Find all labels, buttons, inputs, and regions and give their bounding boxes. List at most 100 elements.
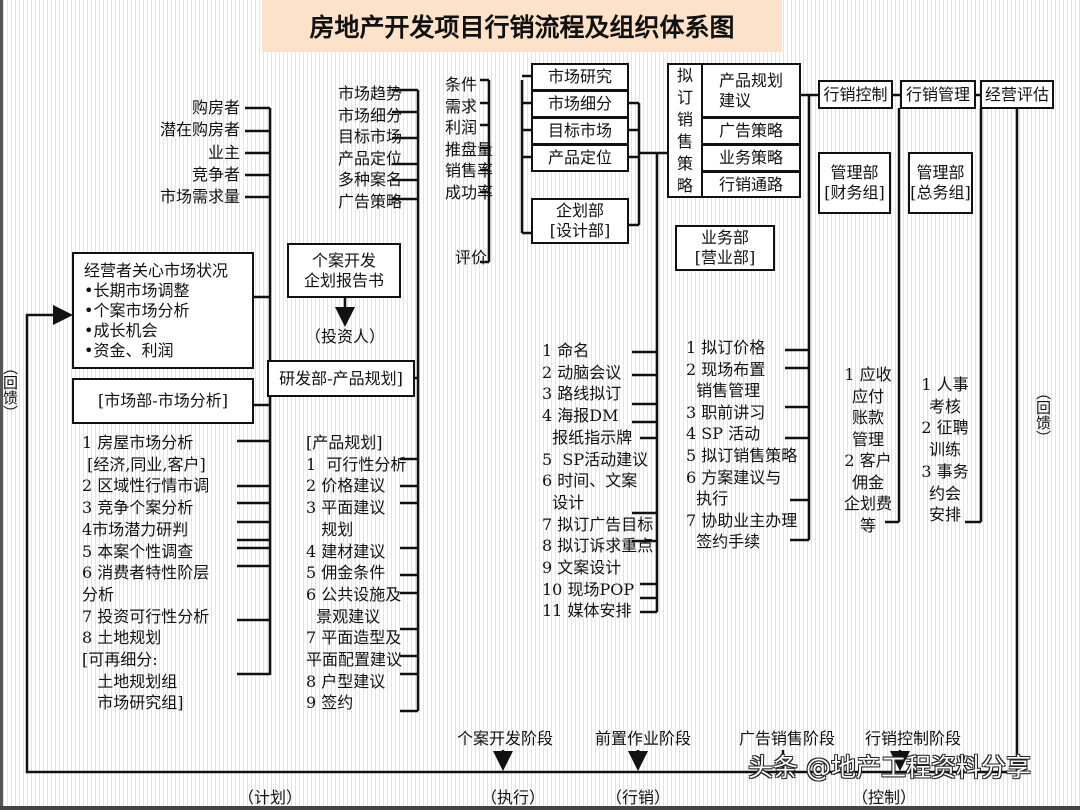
frame-border xyxy=(0,0,3,810)
ad-task-item: 9 文案设计 xyxy=(542,558,622,577)
sales-task-item: 7 协助业主办理 xyxy=(686,510,798,530)
feedback-loop xyxy=(25,305,1017,774)
market-analysis-item: 5 本案个性调查 xyxy=(82,541,194,561)
market-analysis-item: 分析 xyxy=(82,584,115,604)
market-analysis-item: 2 区域性行情市调 xyxy=(82,476,210,496)
ad-trunk xyxy=(632,153,659,614)
strategy-item-box-label: 产品规划 建议 xyxy=(718,70,783,110)
operator-concern-box-label: •成长机会 xyxy=(84,320,158,340)
planning-dept-box: 企划部[设计部] xyxy=(531,198,629,244)
report-box: 个案开发企划报告书 xyxy=(287,243,401,298)
product-planning-item: 5 佣金条件 xyxy=(306,563,386,583)
watermark: 头条 @地产工程资料分享 xyxy=(748,753,1031,782)
research-box: 市场细分 xyxy=(531,90,629,118)
feedback-label: （回馈） xyxy=(1034,385,1052,445)
market-target-item: 市场需求量 xyxy=(159,187,240,207)
market-analysis-item: 7 投资可行性分析 xyxy=(82,606,210,626)
sales-task-item: 2 现场布置 xyxy=(686,359,766,379)
finance-trunk xyxy=(885,108,901,524)
ad-task-item: 报纸指示牌 xyxy=(542,427,633,447)
admin-task-item: 训练 xyxy=(928,440,962,460)
evaluation-factor-item: 成功率 xyxy=(445,183,494,202)
market-target-item: 潜在购房者 xyxy=(159,120,240,140)
ad-task-item: 7 拟订广告目标 xyxy=(542,514,654,534)
product-planning-item: [产品规划] xyxy=(306,433,383,452)
control-chain-box: 经营评估 xyxy=(980,80,1054,109)
report-box-label: 个案开发 xyxy=(311,250,376,270)
ad-task-item: 2 动脑会议 xyxy=(542,362,622,382)
evaluation-factor-item: 销售率 xyxy=(445,161,494,181)
market-analysis-item: 3 竞争个案分析 xyxy=(82,498,194,518)
sales-task-item: 4 SP 活动 xyxy=(686,424,761,444)
finance-task-item: 企划费 xyxy=(843,494,893,513)
sales-task-item: 销售管理 xyxy=(686,381,761,401)
product-planning-item: 规划 xyxy=(306,519,354,539)
market-analysis-item: [可再细分: xyxy=(82,650,158,669)
product-planning-item: 6 公共设施及 xyxy=(306,584,402,604)
ad-task-item: 设计 xyxy=(542,492,585,512)
research-box-label: 市场细分 xyxy=(547,94,612,113)
market-factor-item: 多种案名 xyxy=(337,170,402,190)
evaluation-factor-item: 条件 xyxy=(445,75,478,94)
market-factor-item: 广告策略 xyxy=(337,192,402,211)
market-factor-item: 市场细分 xyxy=(337,105,402,125)
ad-task-item: 1 命名 xyxy=(542,341,590,360)
strategy-item-box-label: 广告策略 xyxy=(718,121,783,140)
strategy-label-char: 售 xyxy=(676,131,693,151)
col2-ticks xyxy=(392,88,418,713)
ad-task-item: 6 时间、文案 xyxy=(542,471,638,491)
product-planning-item: 1 可行性分析 xyxy=(306,454,407,474)
ad-task-item: 11 媒体安排 xyxy=(542,601,632,621)
admin-task-item: 约会 xyxy=(928,483,962,503)
market-analysis-item: [经济,同业,客户] xyxy=(82,454,206,474)
admin-dept-box-label: [总务组] xyxy=(910,183,971,202)
research-box-label: 产品定位 xyxy=(547,148,612,167)
research-box: 目标市场 xyxy=(531,117,629,145)
product-planning-item: 9 签约 xyxy=(306,693,354,713)
research-box-label: 目标市场 xyxy=(547,121,612,140)
product-planning-item: 8 户型建议 xyxy=(306,671,386,691)
operator-concern-box-label: 经营者关心市场状况 xyxy=(84,260,229,280)
investor-label: （投资人） xyxy=(304,327,386,346)
sales-task-item: 签约手续 xyxy=(686,532,761,552)
sales-dept-box-label: 业务部 xyxy=(700,228,749,247)
market-factor-item: 产品定位 xyxy=(337,148,402,168)
strategy-label-char: 订 xyxy=(676,87,693,107)
product-planning-item: 7 平面造型及 xyxy=(306,628,402,648)
market-dept-box-label: [市场部-市场分析] xyxy=(98,391,228,410)
admin-task-item: 1 人事 xyxy=(921,375,969,394)
phase-label: （执行） xyxy=(480,788,546,807)
research-box: 市场研究 xyxy=(531,63,629,91)
finance-task-item: 佣金 xyxy=(851,472,885,492)
finance-dept-box-label: 管理部 xyxy=(830,163,879,182)
admin-task-item: 3 事务 xyxy=(921,461,969,481)
control-chain-box-label: 行销管理 xyxy=(905,84,970,104)
finance-dept-box-label: [财务组] xyxy=(824,183,885,202)
market-analysis-item: 土地规划组 xyxy=(82,671,178,691)
strategy-item-box: 产品规划 建议 xyxy=(701,63,801,118)
report-box-label: 企划报告书 xyxy=(303,270,384,290)
stage-label: 前置作业阶段 xyxy=(594,729,692,748)
strategy-item-box: 广告策略 xyxy=(701,117,801,145)
sales-task-item: 6 方案建议与 xyxy=(686,467,782,487)
finance-task-item: 2 客户 xyxy=(844,451,892,470)
product-planning-item: 4 建材建议 xyxy=(306,541,386,561)
strategy-label-char: 策 xyxy=(676,153,693,173)
strategy-item-box-label: 行销通路 xyxy=(718,174,783,194)
ad-task-item: 8 拟订诉求重点 xyxy=(542,536,654,556)
evaluation-factor-item: 需求 xyxy=(445,96,478,116)
planning-dept-box-label: 企划部 xyxy=(555,201,604,220)
phase-label: （控制） xyxy=(851,788,917,807)
control-chain-box-label: 行销控制 xyxy=(823,84,888,104)
evaluation-label: 评价 xyxy=(455,248,488,267)
operator-concern-box-label: •个案市场分析 xyxy=(84,300,190,320)
ad-task-item: 5 SP活动建议 xyxy=(542,449,649,469)
sales-task-item: 5 拟订销售策略 xyxy=(686,446,798,465)
finance-task-item: 1 应收 xyxy=(844,365,892,384)
market-target-item: 业主 xyxy=(207,142,240,162)
market-analysis-item: 1 房屋市场分析 xyxy=(82,433,194,452)
ad-task-item: 10 现场POP xyxy=(542,579,635,599)
product-planning-item: 平面配置建议 xyxy=(306,650,403,669)
finance-task-item: 账款 xyxy=(851,408,885,427)
